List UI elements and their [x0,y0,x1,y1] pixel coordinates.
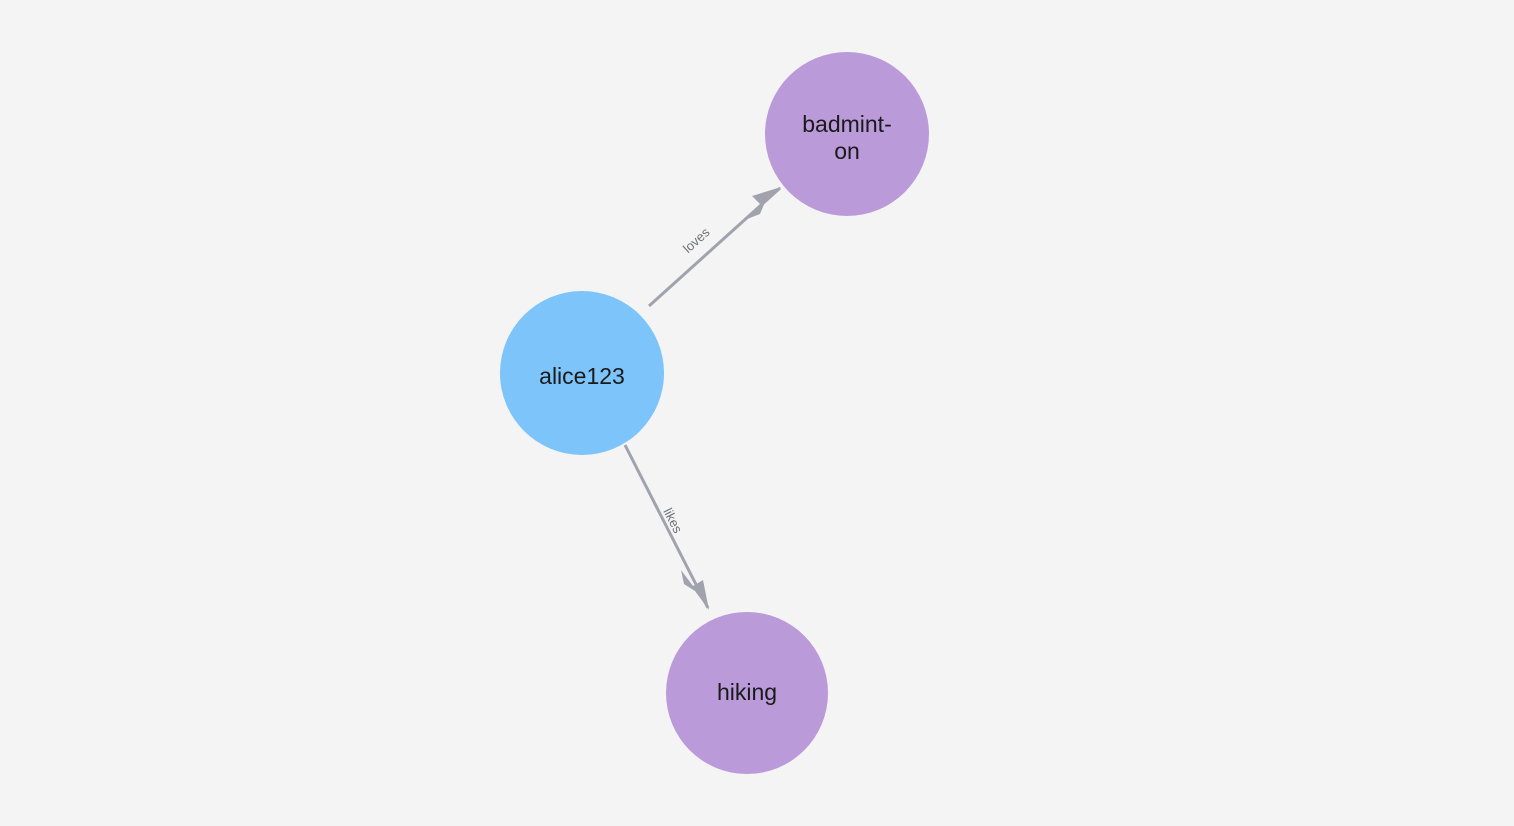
node-hiking[interactable]: hiking [666,612,828,774]
node-alice123-circle[interactable] [500,291,664,455]
edge-likes[interactable]: likes [623,444,710,610]
edge-loves-arrowhead [747,187,781,219]
node-alice123[interactable]: alice123 [500,291,664,455]
nodes-layer: badmint- on alice123 hiking [500,52,929,774]
node-badminton-circle[interactable] [765,52,929,216]
edge-likes-arrowhead [681,570,709,610]
edge-loves[interactable]: loves [647,186,782,308]
edge-likes-line[interactable] [623,444,710,609]
node-hiking-circle[interactable] [666,612,828,774]
node-badminton[interactable]: badmint- on [765,52,929,216]
